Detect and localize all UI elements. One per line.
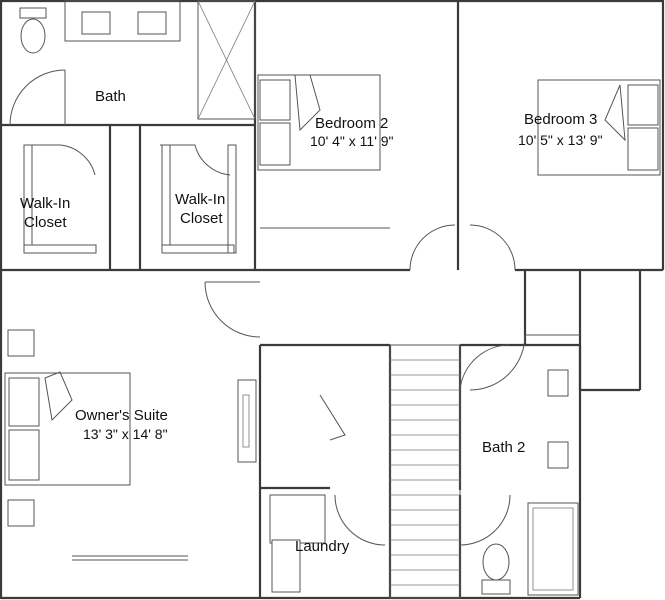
room-labels: Bath Walk-In Closet Walk-In Closet Bedro… [20, 88, 603, 555]
room-label-laundry: Laundry [295, 538, 350, 555]
room-label-walkin-closet-left-line1: Walk-In [20, 195, 70, 212]
room-label-bath: Bath [95, 88, 126, 105]
room-label-walkin-closet-left-line2: Closet [24, 214, 67, 231]
fixtures [4, 0, 661, 596]
room-label-bath-2: Bath 2 [482, 439, 525, 456]
room-dims-bedroom-2: 10' 4" x 11' 9" [310, 133, 394, 149]
room-label-owners-suite: Owner's Suite [75, 407, 168, 424]
room-dims-owners-suite: 13' 3" x 14' 8" [83, 426, 168, 442]
room-label-bedroom-3: Bedroom 3 [524, 111, 597, 128]
room-dims-bedroom-3: 10' 5" x 13' 9" [518, 132, 603, 148]
staircase [389, 344, 461, 599]
room-label-walkin-closet-right-line2: Closet [180, 210, 223, 227]
room-label-walkin-closet-right-line1: Walk-In [175, 191, 225, 208]
doors [9, 69, 580, 546]
room-label-bedroom-2: Bedroom 2 [315, 115, 388, 132]
